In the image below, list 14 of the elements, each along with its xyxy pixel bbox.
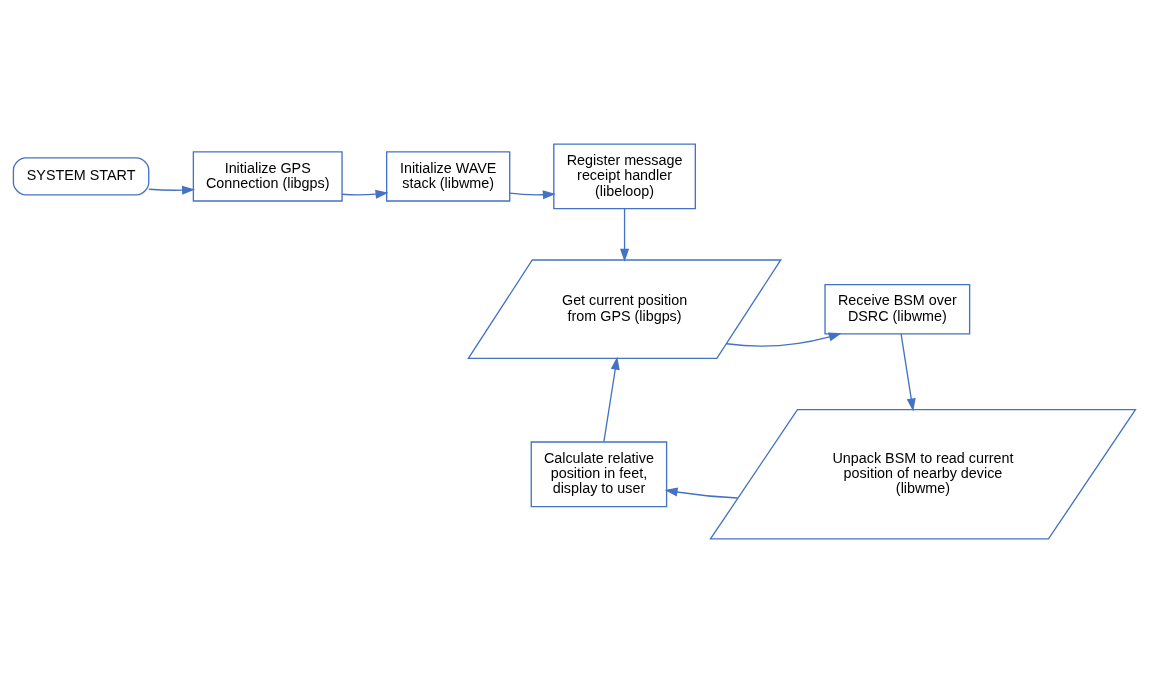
arrow — [664, 487, 739, 499]
node-box: Initialize GPS Connection (libgps) — [192, 151, 343, 202]
node-box: Initialize WAVE stack (libwme) — [386, 151, 511, 202]
node-box: SYSTEM START — [12, 157, 150, 196]
node-box: Receive BSM over DSRC (libwme) — [824, 283, 971, 335]
arrow — [148, 185, 195, 195]
arrow — [509, 190, 556, 200]
arrow — [620, 208, 630, 262]
arrow — [900, 333, 916, 412]
arrow — [725, 332, 842, 347]
node-box: Register message receipt handler (libeloop) — [553, 143, 696, 210]
arrow — [341, 189, 389, 199]
node-box: Calculate relative position in feet, display to user — [530, 441, 668, 508]
arrow — [603, 356, 620, 443]
